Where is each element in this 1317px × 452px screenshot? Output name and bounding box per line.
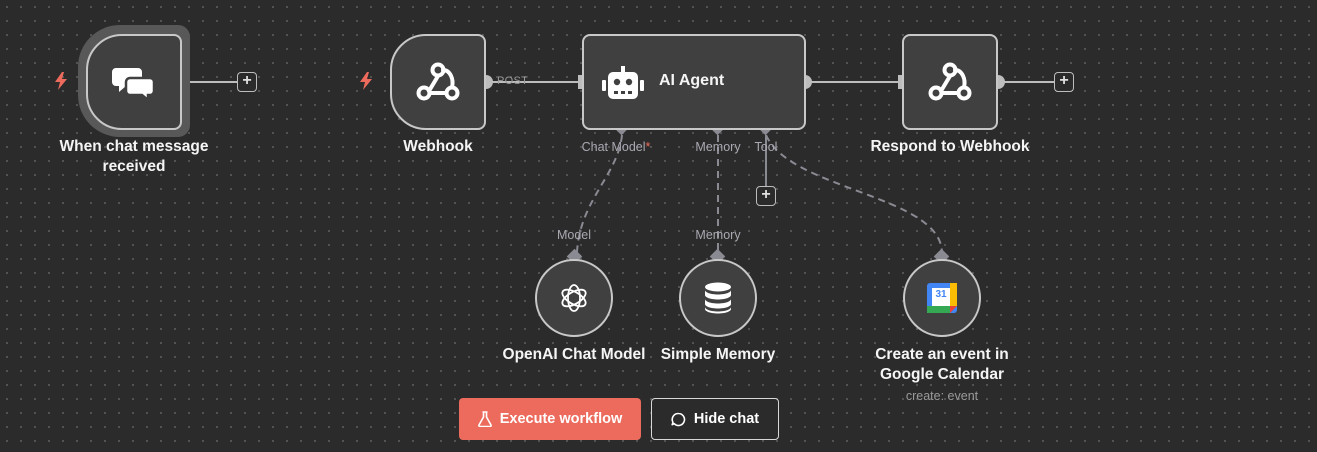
flask-icon <box>477 411 492 427</box>
respond-input-port[interactable] <box>898 75 904 89</box>
openai-label: OpenAI Chat Model <box>502 346 646 363</box>
node-respond-to-webhook[interactable] <box>902 34 998 130</box>
gcal-label: Create an event in Google Calendar <box>875 345 1009 385</box>
google-calendar-icon: 31 <box>927 283 957 313</box>
execute-workflow-label: Execute workflow <box>499 411 623 427</box>
edge-tool-connection[interactable] <box>765 134 943 253</box>
node-chat-trigger[interactable] <box>86 34 182 130</box>
add-node-after-chat-button[interactable]: + <box>237 72 257 92</box>
hide-chat-label: Hide chat <box>693 411 760 427</box>
port-label-chat-model: Chat Model* <box>582 140 651 154</box>
trigger-bolt-icon <box>55 72 67 90</box>
simple-memory-label: Simple Memory <box>660 346 776 363</box>
add-node-after-respond-button[interactable]: + <box>1054 72 1074 92</box>
node-simple-memory[interactable] <box>679 259 757 337</box>
openai-icon <box>557 281 591 315</box>
execute-workflow-button[interactable]: Execute workflow <box>459 398 641 440</box>
port-label-model-in: Model <box>556 228 592 242</box>
agent-input-port[interactable] <box>578 75 584 89</box>
chat-trigger-label: When chat message received <box>59 137 208 177</box>
gcal-label-text: Create an event in Google Calendar <box>875 346 1009 383</box>
calendar-day-number: 31 <box>935 289 947 300</box>
chat-model-port-text: Chat Model <box>581 140 646 154</box>
webhook-icon <box>928 61 972 103</box>
port-label-memory-in: Memory <box>695 228 741 242</box>
node-google-calendar[interactable]: 31 <box>903 259 981 337</box>
trigger-bolt-icon <box>360 72 372 90</box>
chat-bubbles-icon <box>112 64 156 100</box>
node-ai-agent[interactable]: AI Agent <box>582 34 806 130</box>
port-label-tool: Tool <box>754 140 778 154</box>
edge-model-connection[interactable] <box>576 134 623 253</box>
node-webhook[interactable] <box>390 34 486 130</box>
hide-chat-button[interactable]: Hide chat <box>651 398 779 440</box>
chat-bubble-icon <box>671 412 686 426</box>
gcal-subtitle: create: event <box>905 389 979 403</box>
node-openai-chat-model[interactable] <box>535 259 613 337</box>
port-label-memory: Memory <box>695 140 741 154</box>
webhook-icon <box>416 61 460 103</box>
database-icon <box>704 282 732 314</box>
edge-method-label: POST <box>497 75 529 87</box>
robot-icon <box>602 66 644 105</box>
ai-agent-title: AI Agent <box>659 72 725 89</box>
chat-trigger-label-text: When chat message received <box>59 138 209 175</box>
webhook-label: Webhook <box>403 138 473 155</box>
add-tool-button[interactable]: + <box>756 186 776 206</box>
required-asterisk: * <box>645 140 651 154</box>
respond-label: Respond to Webhook <box>870 138 1030 155</box>
